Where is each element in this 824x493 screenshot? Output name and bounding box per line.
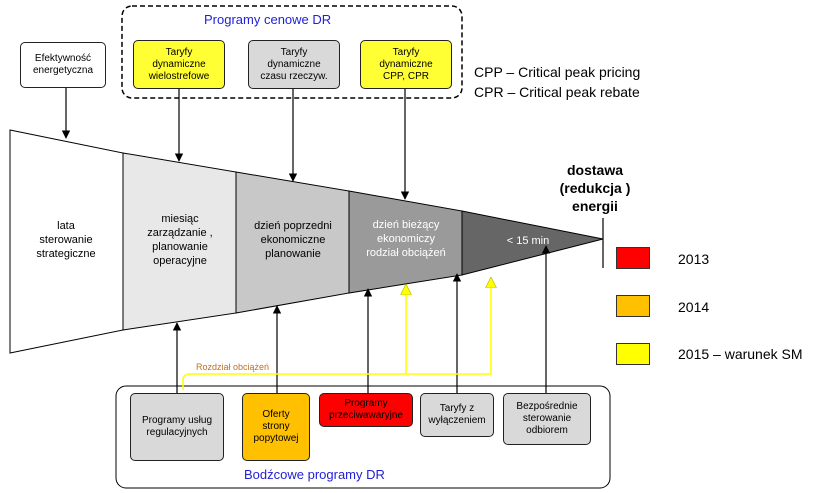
connector-load-dispatch <box>182 278 491 390</box>
bottom-group-title: Bodźcowe programy DR <box>244 467 385 482</box>
legend-label-2013: 2013 <box>678 251 710 267</box>
box-cpp-cpr-tariffs: Taryfy dynamiczne CPP, CPR <box>360 40 452 89</box>
box-multizone-tariffs: Taryfy dynamiczne wielostrefowe <box>133 40 225 89</box>
box-interruptible-tariffs: Taryfy z wyłączeniem <box>420 393 494 437</box>
box-regulatory-services: Programy usług regulacyjnych <box>130 393 224 461</box>
top-group-title: Programy cenowe DR <box>204 12 332 27</box>
segment-15min <box>461 210 604 276</box>
box-demand-offers: Oferty strony popytowej <box>242 393 310 461</box>
top-group-frame <box>121 5 463 99</box>
abbr-cpp: CPP – Critical peak pricing <box>474 64 641 80</box>
abbr-cpr: CPR – Critical peak rebate <box>474 84 640 100</box>
box-emergency-programs: Programy przeciwawaryjne <box>319 393 413 427</box>
legend-label-2015: 2015 – warunek SM <box>678 346 803 362</box>
legend-swatch-2013 <box>616 247 650 269</box>
legend-swatch-2014 <box>616 295 650 317</box>
legend-swatch-2015 <box>616 343 650 365</box>
segment-label-years: lata sterowanie strategiczne <box>36 220 96 260</box>
box-energy-efficiency: Efektywność energetyczna <box>20 42 106 88</box>
box-realtime-tariffs: Taryfy dynamiczne czasu rzeczyw. <box>248 40 340 89</box>
timeline-end-label: dostawa (redukcja ) energii <box>559 162 631 214</box>
segment-label-15min: < 15 min <box>506 235 550 247</box>
segment-label-month: miesiąc zarządzanie , planowanie operacy… <box>147 213 213 267</box>
connector-label: Rozdział obciążeń <box>196 362 270 372</box>
bottom-group-frame <box>115 385 611 489</box>
legend-label-2014: 2014 <box>678 299 710 315</box>
segment-label-day-before: dzień poprzedni ekonomiczne planowanie <box>254 220 332 260</box>
box-direct-load-control: Bezpośrednie sterowanie odbiorem <box>503 393 591 445</box>
segment-label-current-day: dzień bieżący ekonomiczy rodział obciąże… <box>366 219 446 259</box>
